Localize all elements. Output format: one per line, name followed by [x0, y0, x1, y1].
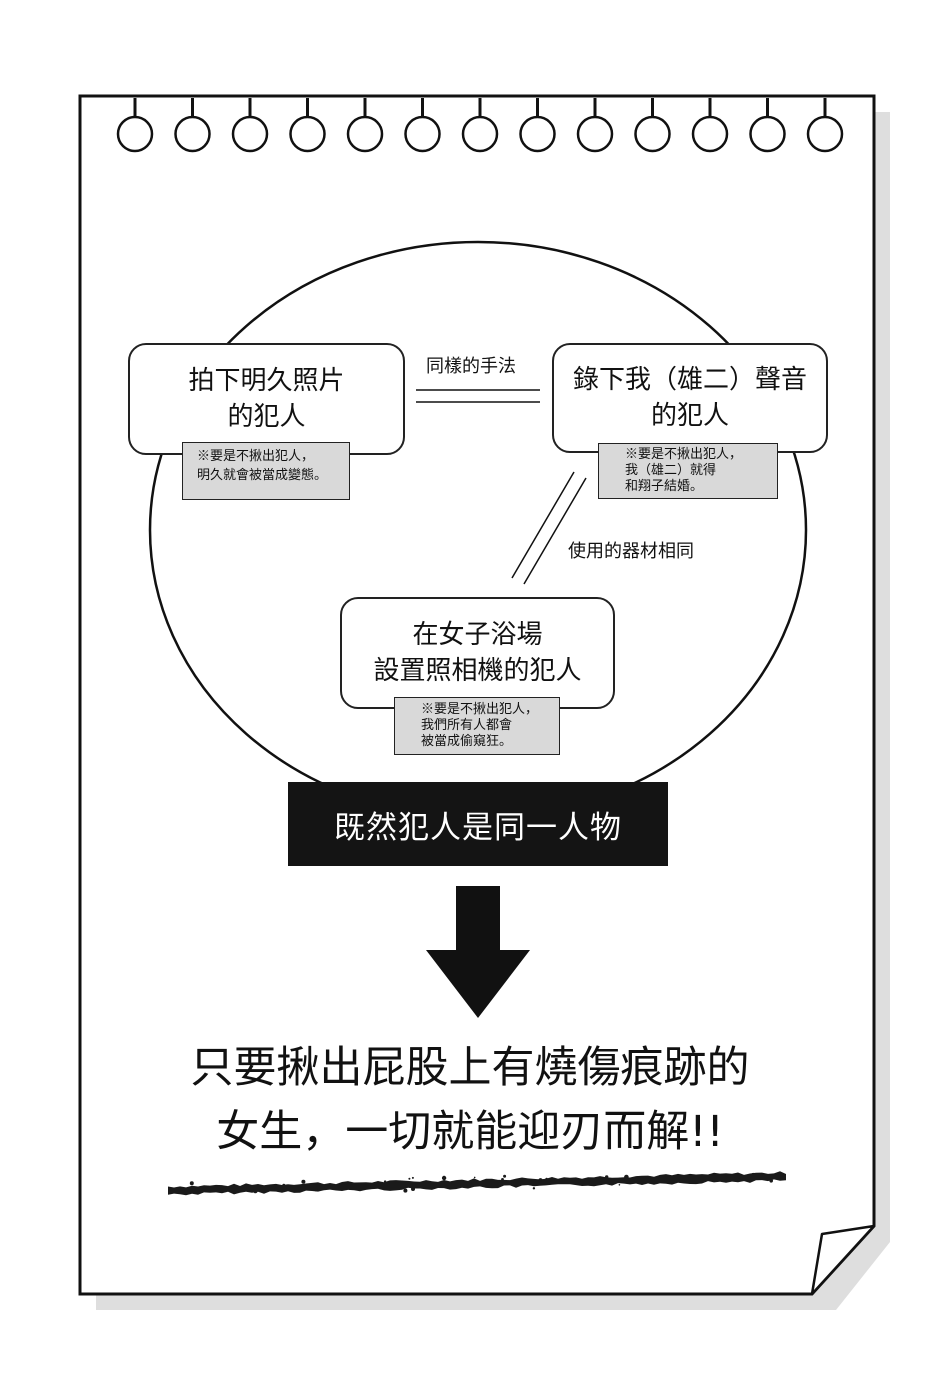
scribble-speck: [304, 1186, 309, 1190]
scribble-speck: [473, 1176, 476, 1179]
scribble-speck: [253, 1188, 258, 1194]
binding-ring: [634, 98, 671, 153]
binding-ring: [116, 98, 154, 153]
node-label: 設置照相機的犯人: [373, 656, 582, 686]
scribble-speck: [719, 1177, 722, 1180]
binding-ring: [231, 98, 269, 153]
scribble-speck: [321, 1185, 325, 1189]
scribble-speck: [471, 1181, 474, 1184]
binding-ring: [576, 98, 614, 153]
binding-ring: [289, 98, 326, 153]
binding-ring: [404, 98, 441, 153]
node-voice-culprit: 錄下我（雄二）聲音 的犯人: [552, 343, 828, 453]
note-line: 我（雄二）就得: [625, 463, 717, 478]
scribble-stroke: [168, 1171, 786, 1196]
scribble-speck: [204, 1185, 208, 1189]
scribble-speck: [411, 1187, 415, 1191]
page-curl: [810, 1224, 876, 1296]
scribble-speck: [494, 1181, 499, 1185]
note-line: ※要是不揪出犯人，: [421, 702, 539, 717]
conclusion-line: 女生，一切就能迎刃而解!!: [216, 1107, 724, 1157]
binding-ring: [346, 98, 384, 153]
scribble-speck: [736, 1174, 742, 1179]
note-line: 被當成偷窺狂。: [421, 734, 513, 749]
scribble-speck: [501, 1178, 504, 1181]
note-line: ※要是不揪出犯人，: [197, 449, 315, 464]
binding-ring: [806, 98, 844, 153]
scribble-underline: [168, 1171, 786, 1196]
conclusion-text: 只要揪出屁股上有燒傷痕跡的 女生，一切就能迎刃而解!!: [120, 1036, 820, 1164]
scribble-speck: [418, 1183, 422, 1186]
scribble-speck: [441, 1175, 447, 1181]
note-line: 我們所有人都會: [421, 718, 513, 733]
node-camera-culprit: 在女子浴場 設置照相機的犯人: [340, 597, 615, 709]
note-camera-culprit: ※要是不揪出犯人， 我們所有人都會 被當成偷窺狂。: [394, 697, 560, 755]
scribble-speck: [383, 1180, 387, 1183]
note-photo-culprit: ※要是不揪出犯人， 明久就會被當成變態。: [182, 442, 350, 500]
conclusion-line: 只要揪出屁股上有燒傷痕跡的: [190, 1043, 750, 1093]
node-label: 在女子浴場: [412, 620, 543, 650]
scribble-speck: [451, 1182, 456, 1187]
scribble-speck: [313, 1186, 318, 1191]
binding-rings: [116, 98, 844, 153]
scribble-speck: [301, 1179, 306, 1184]
scribble-speck: [751, 1172, 756, 1178]
premise-banner: 既然犯人是同一人物: [288, 782, 668, 866]
node-label: 的犯人: [650, 401, 729, 431]
scribble-speck: [769, 1179, 773, 1183]
arrow-head: [426, 950, 530, 1018]
scribble-speck: [618, 1184, 621, 1186]
relation-same-method: 同樣的手法: [426, 356, 516, 377]
scribble-speck: [532, 1187, 536, 1190]
same-equipment-line-2: [523, 477, 587, 585]
scribble-speck: [408, 1177, 411, 1180]
binding-ring: [174, 98, 211, 153]
scribble-speck: [411, 1176, 414, 1179]
scribble-speck: [403, 1188, 408, 1193]
scribble-speck: [663, 1176, 666, 1179]
scribble-speck: [269, 1186, 272, 1189]
binding-ring: [519, 98, 556, 153]
scribble-speck: [605, 1175, 609, 1179]
scribble-speck: [513, 1182, 516, 1185]
scribble-speck: [624, 1174, 629, 1180]
note-line: 和翔子結婚。: [625, 479, 704, 494]
scribble-speck: [237, 1185, 241, 1189]
node-label: 拍下明久照片: [188, 366, 345, 396]
binding-ring: [749, 98, 786, 153]
scribble-speck: [538, 1178, 543, 1183]
scribble-speck: [282, 1183, 286, 1187]
same-equipment-line: [511, 471, 575, 579]
node-label: 的犯人: [227, 402, 306, 432]
scribble-speck: [545, 1177, 548, 1181]
scribble-speck: [389, 1181, 392, 1184]
node-photo-culprit: 拍下明久照片 的犯人: [128, 343, 405, 455]
scribble-speck: [189, 1181, 194, 1186]
note-line: ※要是不揪出犯人，: [625, 447, 743, 462]
note-voice-culprit: ※要是不揪出犯人， 我（雄二）就得 和翔子結婚。: [598, 443, 778, 499]
relation-same-equipment: 使用的器材相同: [568, 541, 694, 562]
scribble-speck: [273, 1186, 276, 1189]
binding-ring: [691, 98, 729, 153]
scribble-speck: [503, 1174, 507, 1178]
note-line: 明久就會被當成變態。: [197, 468, 328, 483]
node-label: 錄下我（雄二）聲音: [572, 365, 807, 395]
arrow-shaft: [456, 886, 500, 952]
scribble-speck: [286, 1188, 289, 1191]
binding-ring: [461, 98, 499, 153]
